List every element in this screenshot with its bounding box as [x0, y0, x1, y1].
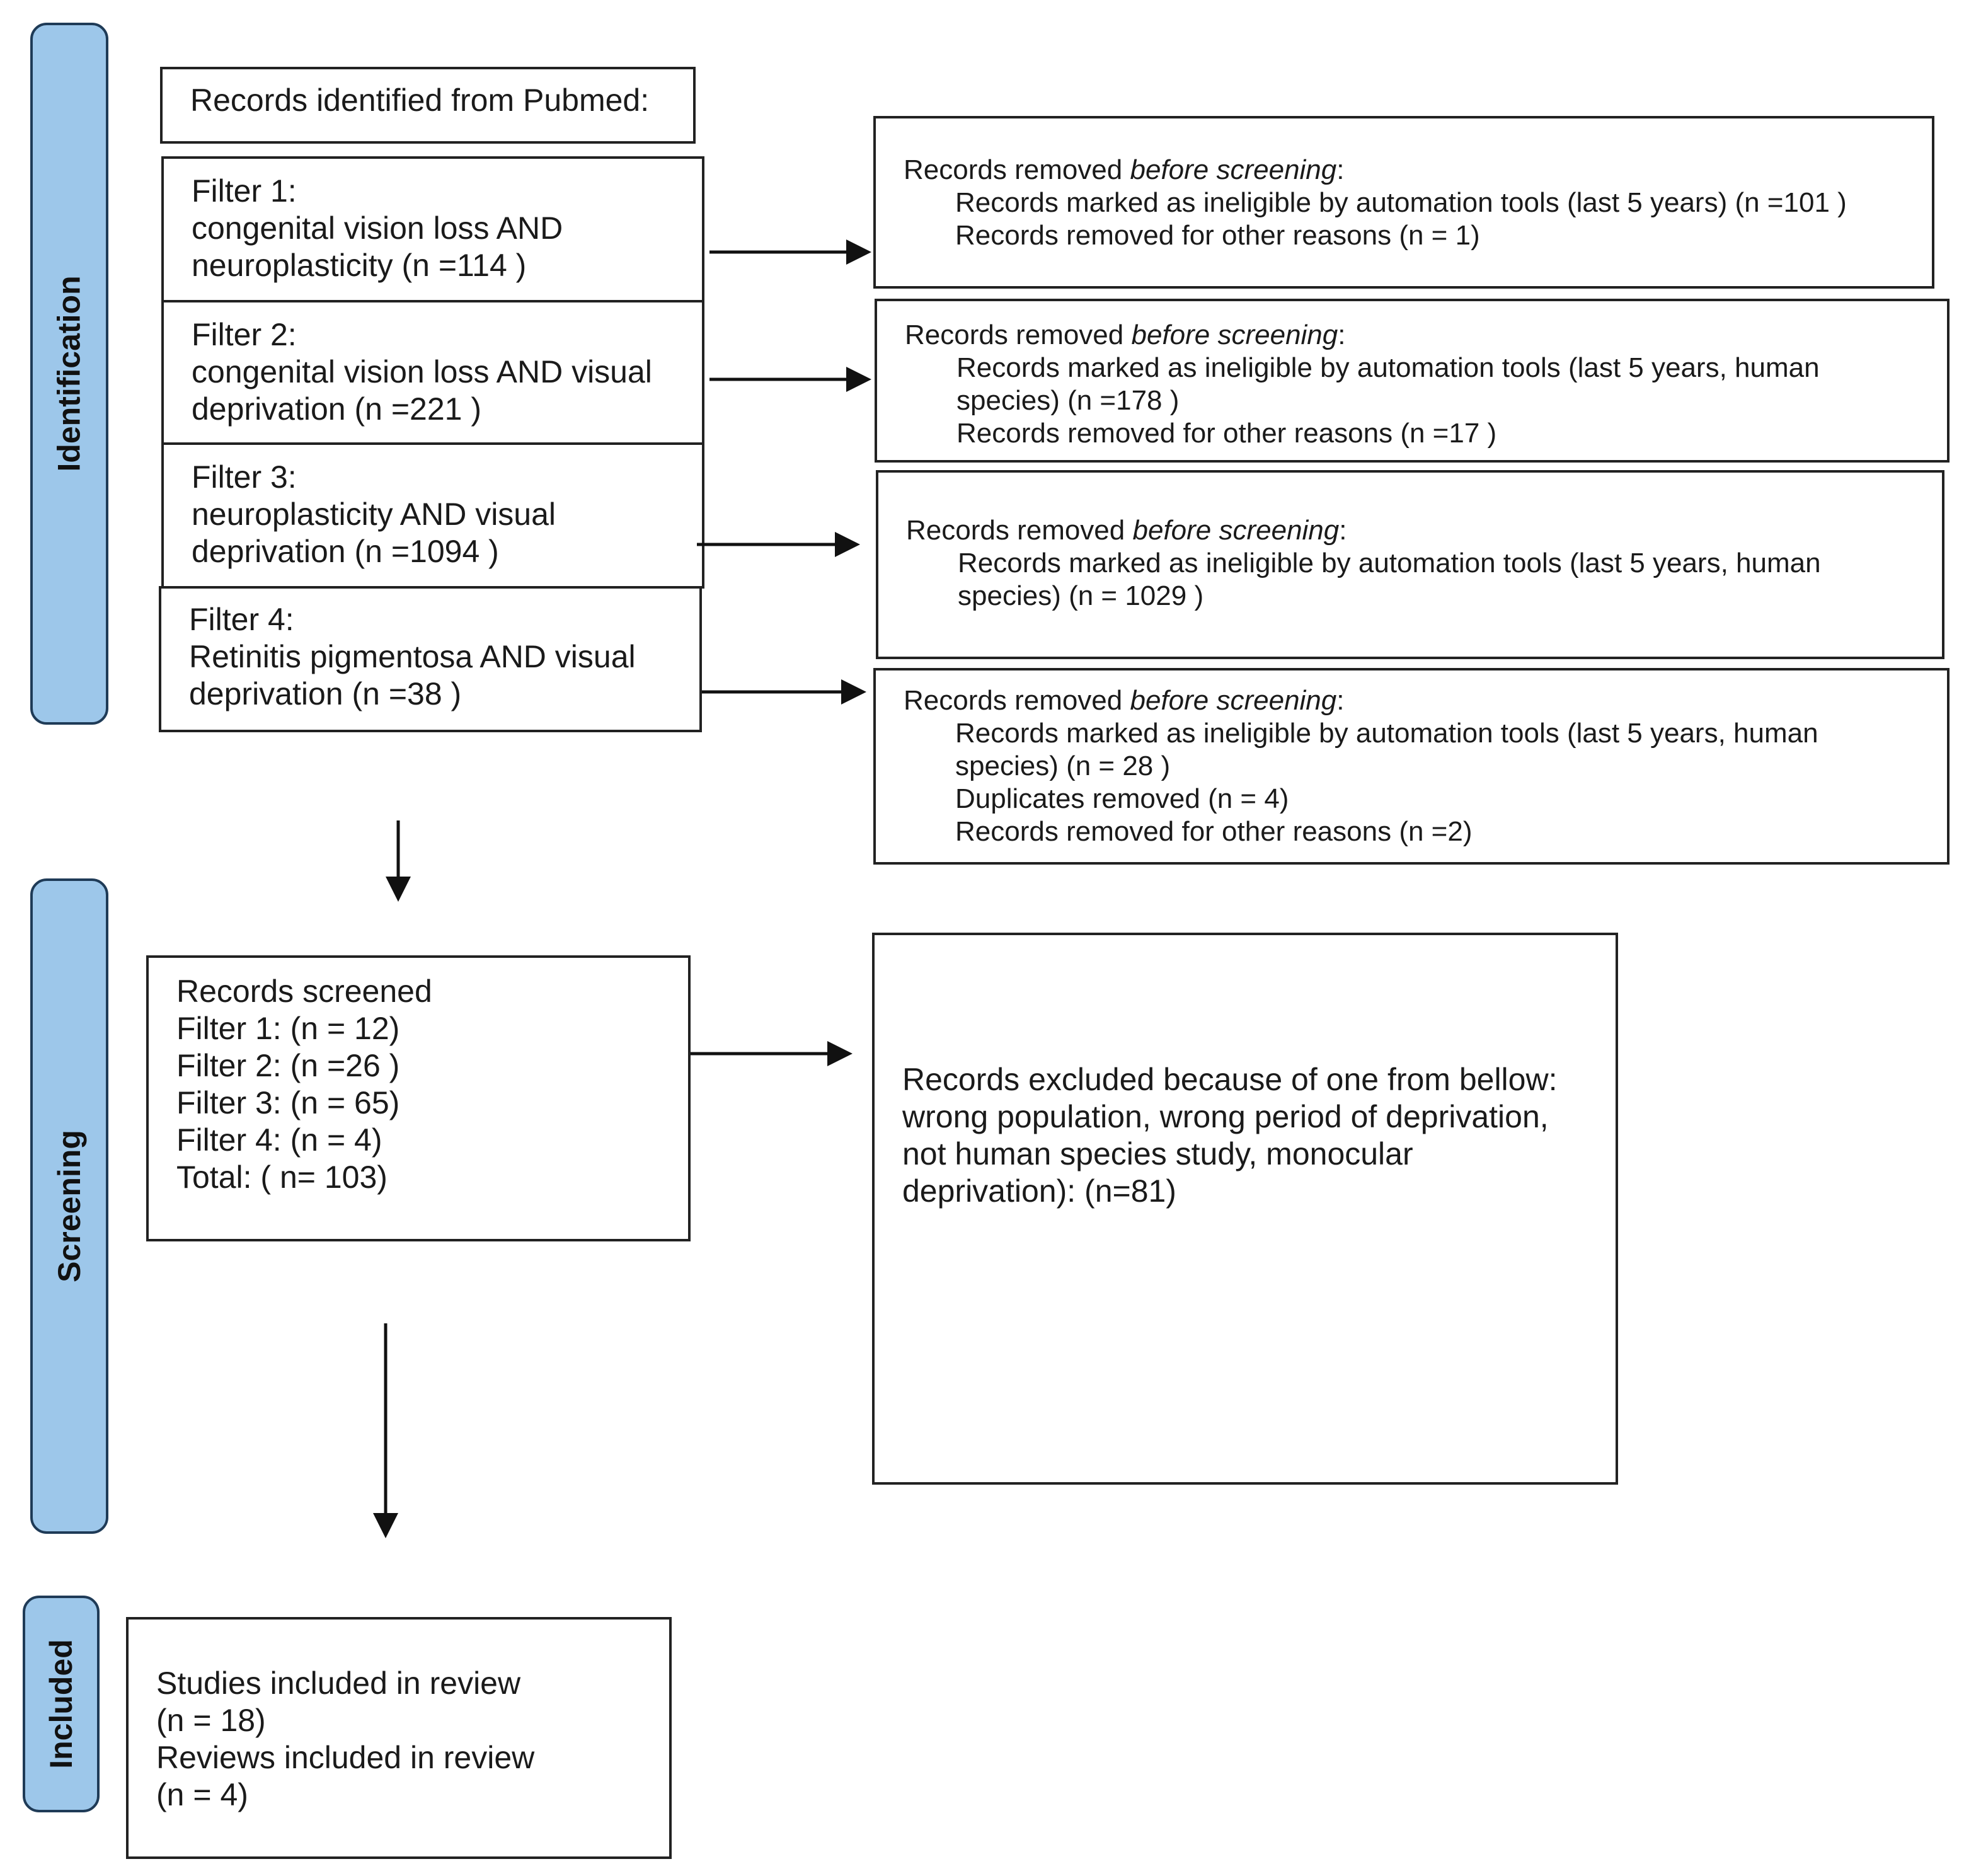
removed-box-4-heading: Records removed before screening: [904, 685, 1345, 716]
filter-3-count: deprivation (n =1094 ) [192, 534, 499, 569]
removed-box-2: Records removed before screening: Record… [875, 299, 1950, 463]
removed-box-4-line: Records marked as ineligible by automati… [955, 718, 1818, 749]
screened-line: Filter 1: (n = 12) [176, 1011, 400, 1046]
removed-box-1-heading: Records removed before screening: [904, 154, 1345, 185]
filter-2-count: deprivation (n =221 ) [192, 391, 482, 427]
records-identified-header: Records identified from Pubmed: [160, 67, 696, 144]
excluded-line: not human species study, monocular [902, 1136, 1413, 1171]
included-line: Studies included in review [156, 1666, 521, 1701]
removed-box-1: Records removed before screening: Record… [873, 116, 1934, 289]
filter-4-query: Retinitis pigmentosa AND visual [189, 639, 636, 674]
excluded-line: wrong population, wrong period of depriv… [902, 1099, 1549, 1134]
removed-box-3: Records removed before screening: Record… [876, 470, 1944, 659]
screened-line: Records screened [176, 974, 432, 1009]
filter-2-label: Filter 2: [192, 317, 297, 352]
removed-box-2-line: species) (n =178 ) [956, 385, 1180, 416]
removed-box-4-line: Duplicates removed (n = 4) [955, 783, 1289, 814]
removed-box-2-line: Records marked as ineligible by automati… [956, 352, 1820, 383]
screened-line: Filter 4: (n = 4) [176, 1122, 382, 1158]
removed-box-2-line: Records removed for other reasons (n =17… [956, 418, 1497, 449]
removed-box-1-line: Records marked as ineligible by automati… [955, 187, 1847, 218]
filter-1-query: congenital vision loss AND [192, 210, 563, 246]
removed-box-3-line: Records marked as ineligible by automati… [958, 548, 1821, 578]
filter-3-query: neuroplasticity AND visual [192, 497, 556, 532]
filter-1-box: Filter 1: congenital vision loss AND neu… [161, 156, 704, 302]
excluded-line: deprivation): (n=81) [902, 1173, 1176, 1209]
included-line: (n = 4) [156, 1777, 248, 1812]
filter-3-box: Filter 3: neuroplasticity AND visual dep… [161, 442, 704, 589]
studies-included-box: Studies included in review (n = 18) Revi… [126, 1617, 672, 1859]
screened-line: Total: ( n= 103) [176, 1160, 388, 1195]
filter-4-label: Filter 4: [189, 602, 294, 637]
filter-1-count: neuroplasticity (n =114 ) [192, 248, 527, 283]
screened-line: Filter 2: (n =26 ) [176, 1048, 400, 1083]
removed-box-4-line: species) (n = 28 ) [955, 751, 1171, 781]
filter-1-label: Filter 1: [192, 173, 297, 209]
removed-box-4: Records removed before screening: Record… [873, 668, 1950, 865]
removed-box-4-line: Records removed for other reasons (n =2) [955, 816, 1473, 847]
stage-included: Included [23, 1596, 100, 1812]
removed-box-3-line: species) (n = 1029 ) [958, 580, 1204, 611]
filter-4-box: Filter 4: Retinitis pigmentosa AND visua… [159, 586, 702, 732]
stage-identification: Identification [30, 23, 108, 725]
screened-line: Filter 3: (n = 65) [176, 1085, 400, 1120]
removed-box-1-line: Records removed for other reasons (n = 1… [955, 220, 1480, 251]
records-screened-box: Records screened Filter 1: (n = 12) Filt… [146, 955, 691, 1241]
records-excluded-box: Records excluded because of one from bel… [872, 933, 1618, 1485]
filter-2-box: Filter 2: congenital vision loss AND vis… [161, 300, 704, 445]
records-identified-text: Records identified from Pubmed: [190, 83, 650, 118]
removed-box-2-heading: Records removed before screening: [905, 319, 1346, 350]
excluded-line: Records excluded because of one from bel… [902, 1062, 1558, 1097]
filter-2-query: congenital vision loss AND visual [192, 354, 652, 389]
included-line: Reviews included in review [156, 1740, 535, 1775]
filter-3-label: Filter 3: [192, 459, 297, 495]
removed-box-3-heading: Records removed before screening: [906, 515, 1347, 546]
stage-screening: Screening [30, 878, 108, 1534]
filter-4-count: deprivation (n =38 ) [189, 676, 462, 711]
included-line: (n = 18) [156, 1703, 266, 1738]
